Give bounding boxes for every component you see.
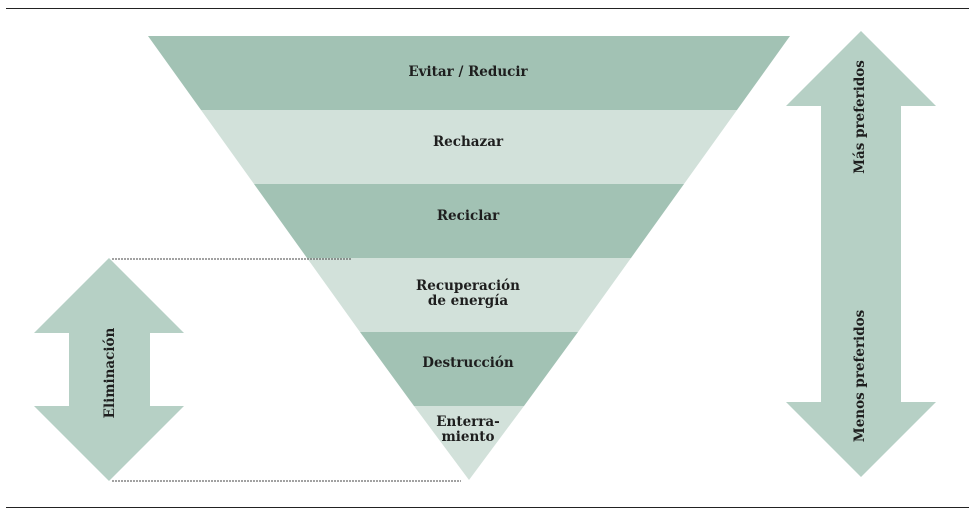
left-double-arrow	[34, 258, 184, 481]
menos-preferidos-label: Menos preferidos	[852, 309, 868, 443]
right-double-arrow	[786, 31, 936, 477]
tier-label-rechazar: Rechazar	[432, 134, 504, 150]
top-rule	[6, 8, 969, 9]
tier-band-evitar-reducir	[148, 36, 790, 110]
tier-band-rechazar	[201, 110, 737, 184]
tier-band-reciclar	[254, 184, 684, 258]
tier-band-destruccion	[360, 332, 578, 406]
tier-band-recuperacion	[307, 258, 631, 332]
eliminacion-label: Eliminación	[102, 327, 118, 419]
bottom-rule	[6, 507, 969, 508]
tier-label-recuperacion: Recuperación de energía	[416, 278, 520, 309]
tier-label-evitar-reducir: Evitar / Reducir	[408, 64, 528, 80]
tier-label-enterramiento: Enterra- miento	[436, 414, 500, 445]
mas-preferidos-label: Más preferidos	[852, 60, 868, 174]
tier-label-destruccion: Destrucción	[422, 355, 514, 371]
tier-band-enterramiento	[414, 406, 524, 480]
tier-label-reciclar: Reciclar	[436, 208, 500, 224]
